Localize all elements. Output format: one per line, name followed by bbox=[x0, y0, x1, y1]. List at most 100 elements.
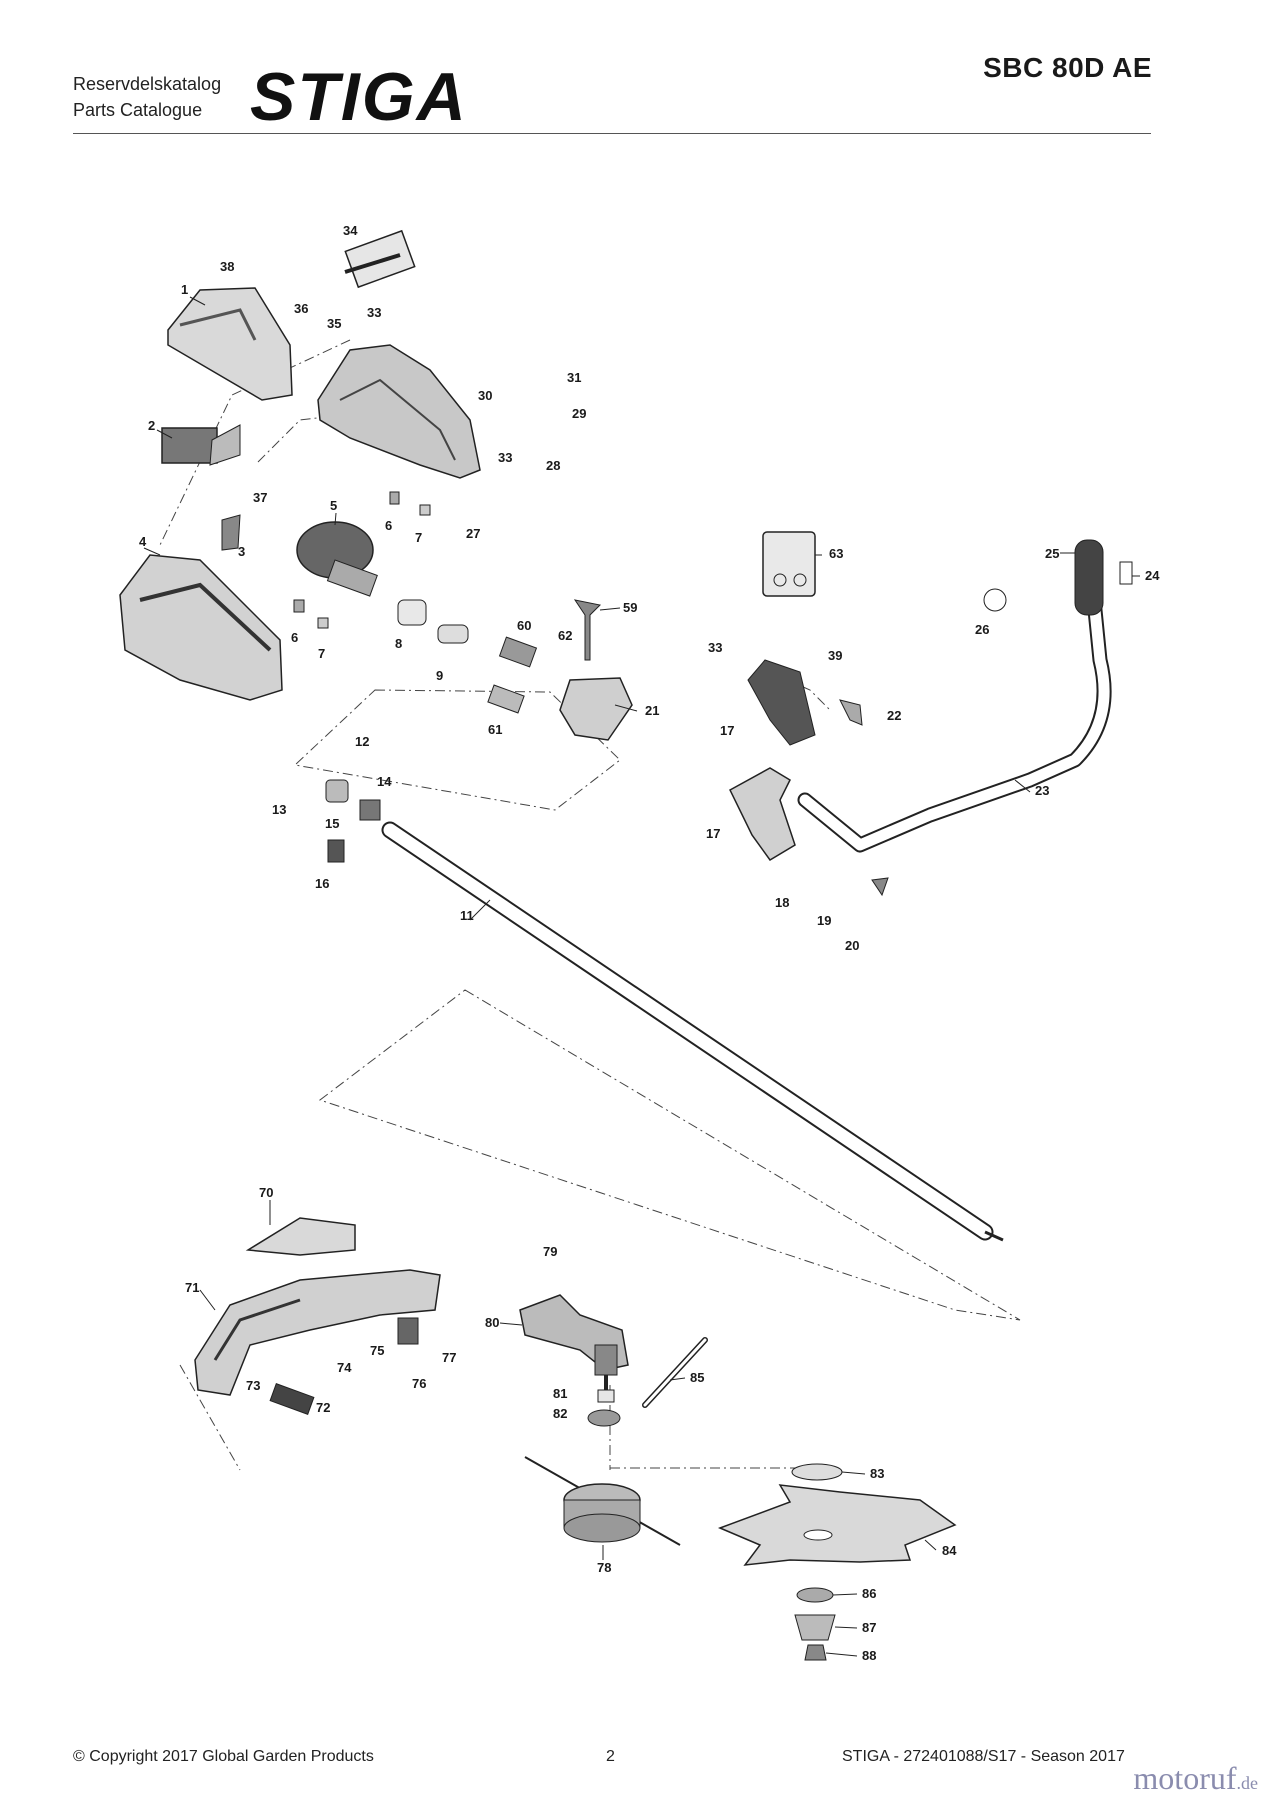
callout: 76 bbox=[412, 1376, 426, 1391]
lower-housing bbox=[119, 554, 283, 701]
connector-15 bbox=[325, 779, 349, 803]
callout: 61 bbox=[488, 722, 502, 737]
clamp-plate-61 bbox=[487, 684, 525, 714]
washer-86 bbox=[796, 1587, 834, 1603]
callout: 39 bbox=[828, 648, 842, 663]
mount-plate-72 bbox=[269, 1383, 315, 1415]
callout: 79 bbox=[543, 1244, 557, 1259]
callout: 77 bbox=[442, 1350, 456, 1365]
callout: 23 bbox=[1035, 783, 1049, 798]
header-subtitle-line1: Reservdelskatalog bbox=[73, 74, 222, 94]
callout: 60 bbox=[517, 618, 531, 633]
watermark-text: motoruf bbox=[1133, 1760, 1237, 1796]
callout: 22 bbox=[887, 708, 901, 723]
label-24 bbox=[1119, 561, 1133, 585]
bush-7b bbox=[317, 617, 329, 629]
trimmer-head-78 bbox=[524, 1456, 681, 1546]
callout: 30 bbox=[478, 388, 492, 403]
callout: 71 bbox=[185, 1280, 199, 1295]
bush-6a bbox=[389, 491, 400, 505]
bracket-75 bbox=[397, 1317, 419, 1345]
coupling-21 bbox=[559, 677, 633, 741]
callout: 70 bbox=[259, 1185, 273, 1200]
callout: 7 bbox=[318, 646, 325, 661]
trigger-22 bbox=[839, 699, 863, 726]
callout: 9 bbox=[436, 668, 443, 683]
callout: 12 bbox=[355, 734, 369, 749]
callout: 16 bbox=[315, 876, 329, 891]
callout: 59 bbox=[623, 600, 637, 615]
callout: 78 bbox=[597, 1560, 611, 1575]
callout: 74 bbox=[337, 1360, 352, 1375]
callout: 15 bbox=[325, 816, 339, 831]
grip-25 bbox=[1074, 539, 1104, 616]
bracket-3 bbox=[221, 514, 241, 551]
callout: 34 bbox=[343, 223, 358, 238]
callout: 81 bbox=[553, 1386, 567, 1401]
callout: 8 bbox=[395, 636, 402, 651]
callout: 7 bbox=[415, 530, 422, 545]
callout: 6 bbox=[385, 518, 392, 533]
plug-16 bbox=[327, 839, 345, 863]
nut-20 bbox=[871, 877, 889, 897]
washer-83 bbox=[791, 1463, 843, 1481]
header-subtitle-line2: Parts Catalogue bbox=[73, 100, 203, 120]
display-panel-63 bbox=[762, 531, 816, 597]
stiga-logo: STIGA bbox=[250, 60, 466, 128]
blade-84 bbox=[717, 1484, 957, 1566]
shaft bbox=[381, 821, 1004, 1242]
header-rule bbox=[73, 133, 1151, 134]
callout: 33 bbox=[367, 305, 381, 320]
clamp-plate-60 bbox=[498, 636, 538, 668]
callout: 17 bbox=[720, 723, 734, 738]
callout: 25 bbox=[1045, 546, 1059, 561]
handle-half-17a bbox=[747, 659, 816, 746]
callout: 3 bbox=[238, 544, 245, 559]
callout: 1 bbox=[181, 282, 188, 297]
callout: 62 bbox=[558, 628, 572, 643]
callout: 28 bbox=[546, 458, 560, 473]
callout: 18 bbox=[775, 895, 789, 910]
callout: 20 bbox=[845, 938, 859, 953]
washer-82 bbox=[587, 1409, 621, 1427]
callout: 29 bbox=[572, 406, 586, 421]
watermark: motoruf.de bbox=[1133, 1760, 1258, 1797]
ball-26 bbox=[983, 588, 1007, 612]
callout: 83 bbox=[870, 1466, 884, 1481]
callout: 11 bbox=[460, 908, 474, 923]
callout: 21 bbox=[645, 703, 659, 718]
callout: 35 bbox=[327, 316, 341, 331]
callout: 5 bbox=[330, 498, 337, 513]
handle-bar bbox=[797, 552, 1112, 853]
callout: 84 bbox=[942, 1543, 957, 1558]
callout: 4 bbox=[139, 534, 147, 549]
sleeve-8 bbox=[397, 599, 427, 626]
top-cover bbox=[167, 287, 293, 401]
switch-unit bbox=[161, 427, 218, 464]
clamp-9 bbox=[437, 624, 469, 644]
callout: 36 bbox=[294, 301, 308, 316]
watermark-suffix: .de bbox=[1236, 1773, 1259, 1793]
callout: 72 bbox=[316, 1400, 330, 1415]
handle-half-17b bbox=[729, 767, 796, 861]
callout: 63 bbox=[829, 546, 843, 561]
knob-59 bbox=[573, 599, 602, 661]
callout: 6 bbox=[291, 630, 298, 645]
upper-housing bbox=[317, 344, 481, 479]
callout: 26 bbox=[975, 622, 989, 637]
leader-lines bbox=[143, 296, 1140, 1657]
callout: 75 bbox=[370, 1343, 384, 1358]
callout: 88 bbox=[862, 1648, 876, 1663]
grass-guard-71 bbox=[194, 1269, 441, 1396]
callout: 38 bbox=[220, 259, 234, 274]
footer-page-number: 2 bbox=[606, 1748, 615, 1765]
callout: 14 bbox=[377, 774, 392, 789]
connector-14 bbox=[359, 799, 381, 821]
callout: 27 bbox=[466, 526, 480, 541]
callout: 73 bbox=[246, 1378, 260, 1393]
motor bbox=[296, 521, 378, 597]
callout: 2 bbox=[148, 418, 155, 433]
callout: 85 bbox=[690, 1370, 704, 1385]
callout: 80 bbox=[485, 1315, 499, 1330]
